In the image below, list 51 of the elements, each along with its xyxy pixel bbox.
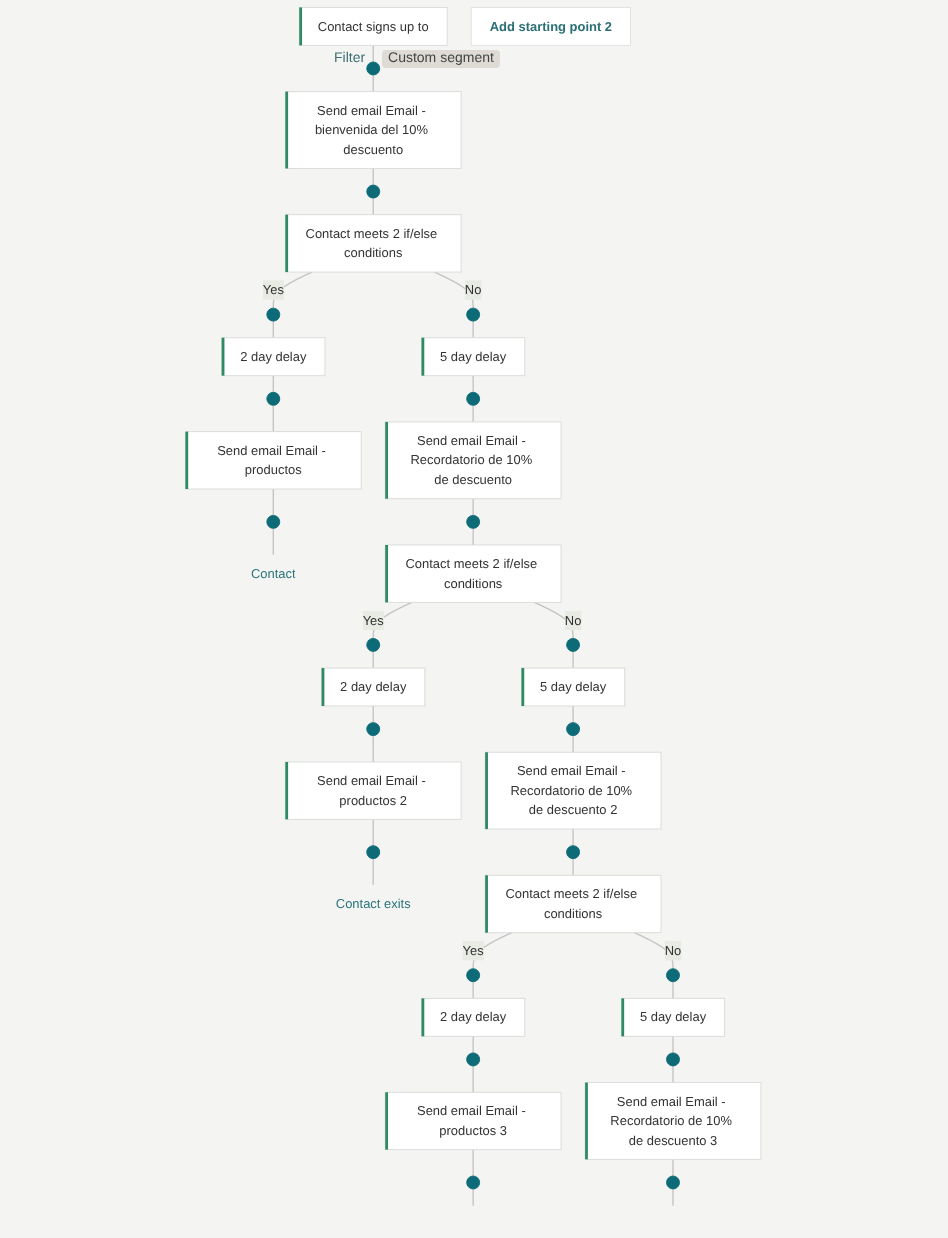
connector [473,498,475,517]
connector [434,271,475,309]
connector [673,1188,675,1207]
node-circle [467,1175,481,1190]
node-circle [267,307,282,322]
connector [573,857,575,876]
node-circle [367,61,381,76]
node-circle [467,968,481,983]
node-circle [267,514,282,529]
connector [473,527,475,546]
connector [273,271,314,309]
node-circle [666,968,681,983]
connector [473,320,475,339]
connector [634,932,675,970]
node-circle [666,1175,681,1190]
connector [473,1188,475,1207]
node-circle [367,184,381,199]
connector [673,1158,675,1177]
connector [273,488,275,517]
node-circle [367,722,381,737]
connector [673,1065,675,1084]
connector [573,734,575,753]
node-circle [367,845,381,860]
connector [473,404,475,423]
connector [673,1035,675,1054]
node-circle [566,637,581,652]
connector [573,828,575,847]
connector [473,1148,475,1177]
node-circle [467,391,481,406]
connector [473,932,514,970]
connector [473,1065,475,1093]
connector [473,981,475,1000]
node-circle [566,722,581,737]
node-circle [666,1052,681,1067]
connector [573,705,575,724]
node-circle [467,1052,481,1067]
node-circle [267,391,282,406]
node-circle [566,845,581,860]
connector [673,981,675,1000]
connector [273,404,275,433]
node-circle [467,307,481,322]
connector [573,650,575,669]
node-circle [467,514,481,529]
connector [373,818,375,847]
node-circle [367,637,381,652]
connector [473,1035,475,1054]
connector [473,374,475,394]
connector [534,601,575,640]
connector [373,734,375,763]
connector [273,527,275,556]
connector [373,857,375,886]
